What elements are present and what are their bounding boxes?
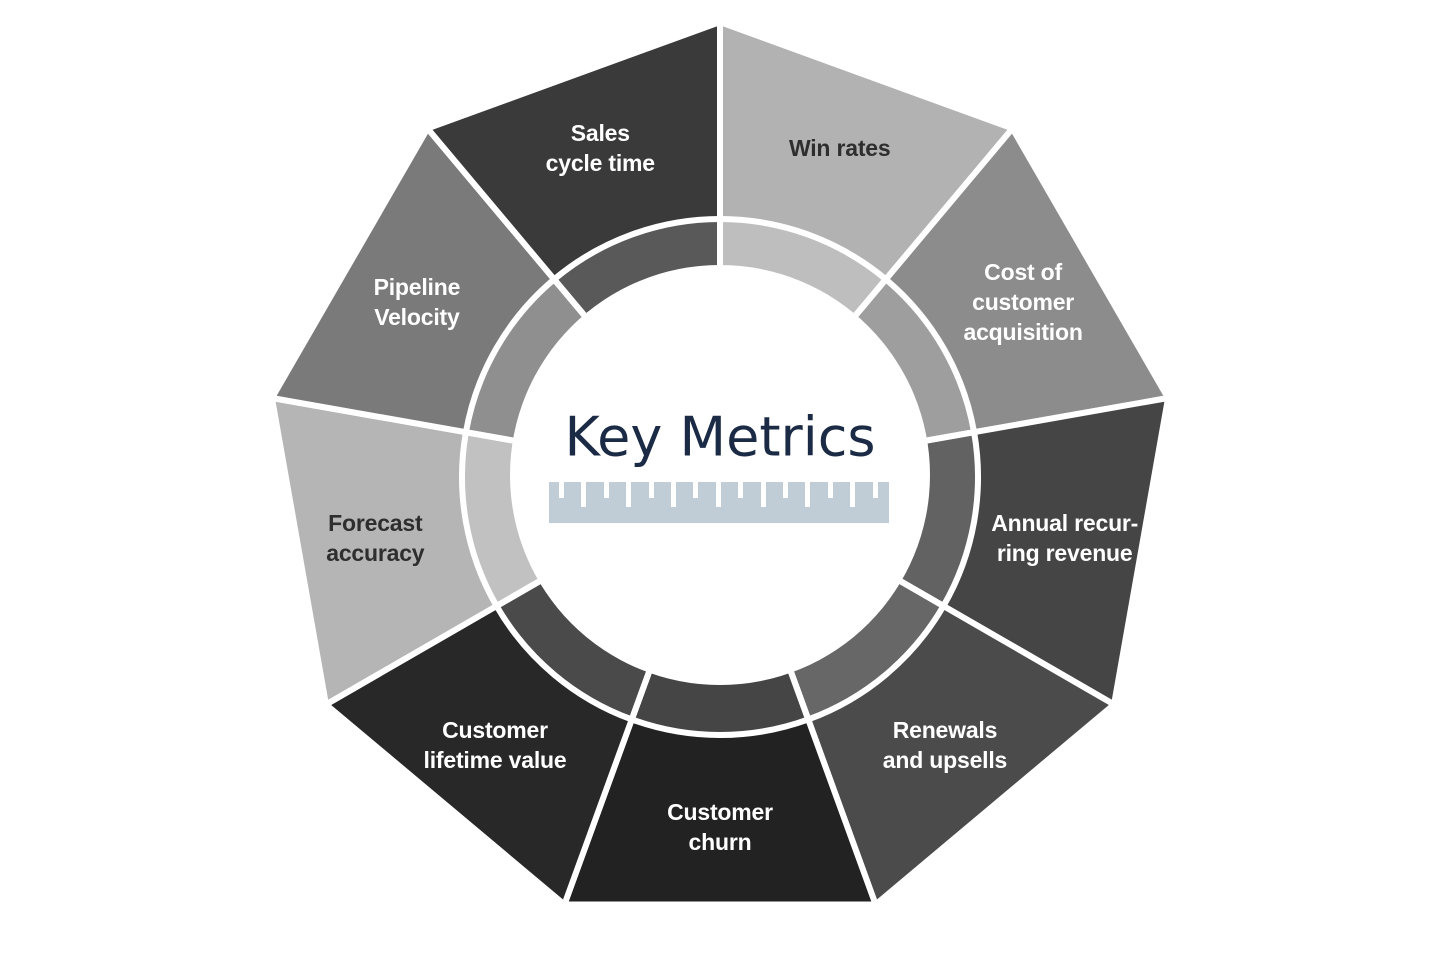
- segment-label-line: acquisition: [963, 319, 1083, 345]
- segment-label-line: Pipeline: [373, 274, 461, 300]
- segment-label-line: lifetime value: [423, 747, 567, 774]
- segment-label-line: and upsells: [882, 747, 1008, 774]
- segment-label-line: accuracy: [326, 539, 425, 566]
- ruler-notch: [626, 482, 632, 507]
- ruler-notch: [603, 482, 609, 498]
- segment-label-line: Renewals: [892, 717, 998, 744]
- diagram-title: Key Metrics: [564, 405, 876, 469]
- segment-label-line: Win rates: [788, 135, 891, 162]
- segment-label: Customer lifetime value: [424, 715, 567, 775]
- segment-label-line: customer: [972, 289, 1075, 315]
- center-circle: [510, 265, 930, 685]
- segment-label-line: Velocity: [374, 304, 460, 330]
- ruler-notch: [872, 482, 878, 498]
- ruler-notch: [671, 482, 676, 507]
- segment-label-line: Annual recur-: [991, 509, 1139, 536]
- segment-label: Win rates: [789, 133, 891, 163]
- ruler-icon: [549, 482, 889, 523]
- segment-label: Cost of customer acquisition: [963, 257, 1082, 347]
- ruler-notch: [693, 482, 699, 498]
- segment-label: Renewals and upsells: [882, 715, 1008, 775]
- segment-label-line: churn: [688, 829, 752, 855]
- segment-label: Sales cycle time: [546, 118, 655, 178]
- segment-label: Annual recur-ring revenue: [991, 508, 1138, 568]
- segment-label-line: Forecast: [328, 509, 423, 536]
- segment-label-line: Cost of: [984, 259, 1062, 285]
- ruler-notch: [648, 482, 654, 498]
- segment-label-line: Customer: [442, 717, 548, 744]
- segment-label-line: Customer: [667, 799, 773, 825]
- segment-label-line: cycle time: [545, 150, 655, 177]
- ruler-notch: [760, 482, 766, 507]
- ruler-notch: [581, 482, 587, 507]
- ruler-notch: [805, 482, 811, 507]
- segment-label-line: Sales: [570, 120, 630, 147]
- ruler-notch: [850, 482, 856, 507]
- ruler-notch: [715, 482, 721, 507]
- ruler-notch: [738, 482, 744, 498]
- ruler-notch: [783, 482, 788, 498]
- segment-label: Forecast accuracy: [326, 508, 424, 568]
- ruler-notch: [559, 482, 564, 498]
- segment-label: Customer churn: [667, 797, 773, 857]
- ruler-notch: [827, 482, 833, 498]
- segment-label-line: ring revenue: [996, 539, 1133, 566]
